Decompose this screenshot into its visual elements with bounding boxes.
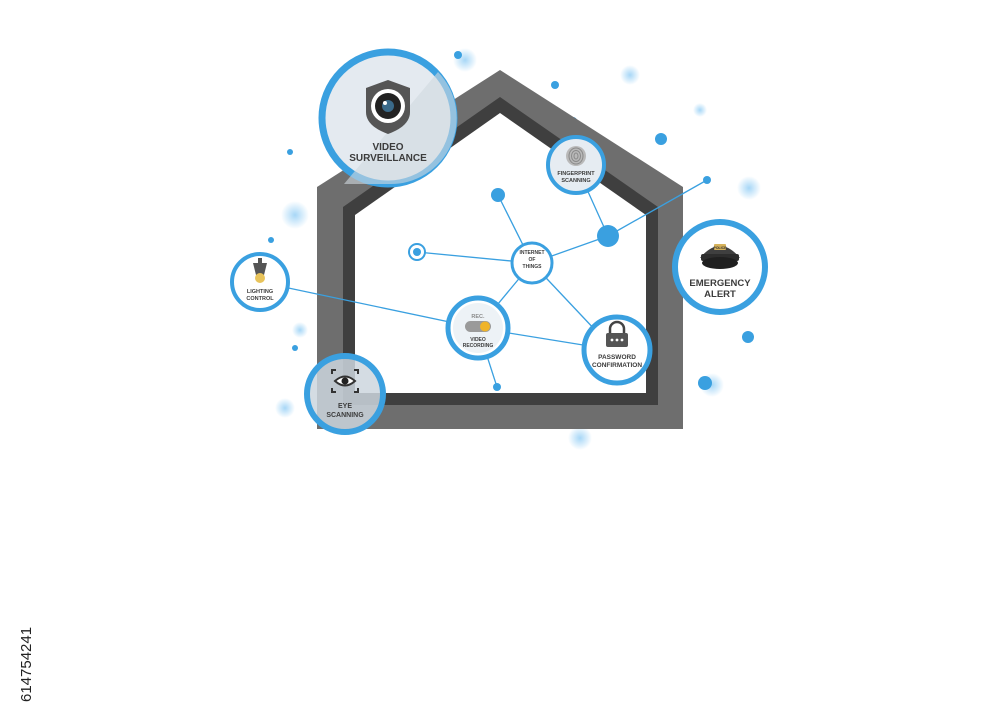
eye-label-2: SCANNING: [326, 412, 364, 419]
lock-icon: [606, 320, 628, 347]
lighting-label-2: CONTROL: [246, 296, 274, 302]
rec-label: REC.: [471, 314, 485, 320]
lighting-control-node[interactable]: LIGHTING CONTROL: [230, 252, 290, 312]
eye-scan-icon: [331, 369, 359, 393]
side-id-wrapper: 614754241: [10, 452, 35, 702]
emergency-label-1: EMERGENCY: [689, 278, 751, 289]
eye-label-1: EYE: [338, 403, 352, 410]
password-label-2: CONFIRMATION: [592, 362, 642, 369]
fingerprint-label-2: SCANNING: [561, 178, 590, 184]
video-surveillance-label-2: SURVEILLANCE: [349, 153, 427, 164]
video-surveillance-label-1: VIDEO: [372, 142, 403, 153]
lighting-label-1: LIGHTING: [247, 289, 273, 295]
emergency-label-2: ALERT: [704, 289, 736, 300]
video-surveillance-node[interactable]: VIDEO SURVEILLANCE: [318, 48, 458, 188]
fingerprint-scanning-node[interactable]: FINGERPRINT SCANNING: [546, 135, 606, 195]
fingerprint-label-1: FINGERPRINT: [557, 171, 595, 177]
smart-home-diagram: INTERNET OF THINGS VIDEO SURVEILLANCE FI…: [230, 48, 768, 450]
fingerprint-icon: [566, 146, 586, 166]
video-recording-node[interactable]: REC. VIDEO RECORDING: [445, 295, 511, 361]
rec-toggle-icon: [465, 321, 491, 332]
eye-scanning-node[interactable]: EYE SCANNING: [304, 353, 386, 435]
video-recording-label-1: VIDEO: [470, 337, 486, 343]
police-badge-text: POLICE: [713, 246, 727, 250]
password-label-1: PASSWORD: [598, 354, 636, 361]
emergency-alert-node[interactable]: POLICE EMERGENCY ALERT: [672, 219, 768, 315]
iot-label-1: INTERNET: [520, 250, 545, 256]
iot-label-2: OF: [529, 257, 536, 263]
iot-label-3: THINGS: [523, 264, 543, 270]
side-id-text: 614754241: [18, 626, 35, 702]
police-cap-icon: POLICE: [700, 244, 740, 269]
camera-shield-icon: [366, 80, 410, 134]
lamp-icon: [253, 258, 267, 283]
iot-hub-node[interactable]: INTERNET OF THINGS: [510, 241, 554, 285]
password-confirmation-node[interactable]: PASSWORD CONFIRMATION: [581, 314, 653, 386]
network-junctions: [408, 176, 711, 391]
video-recording-label-2: RECORDING: [463, 343, 494, 349]
